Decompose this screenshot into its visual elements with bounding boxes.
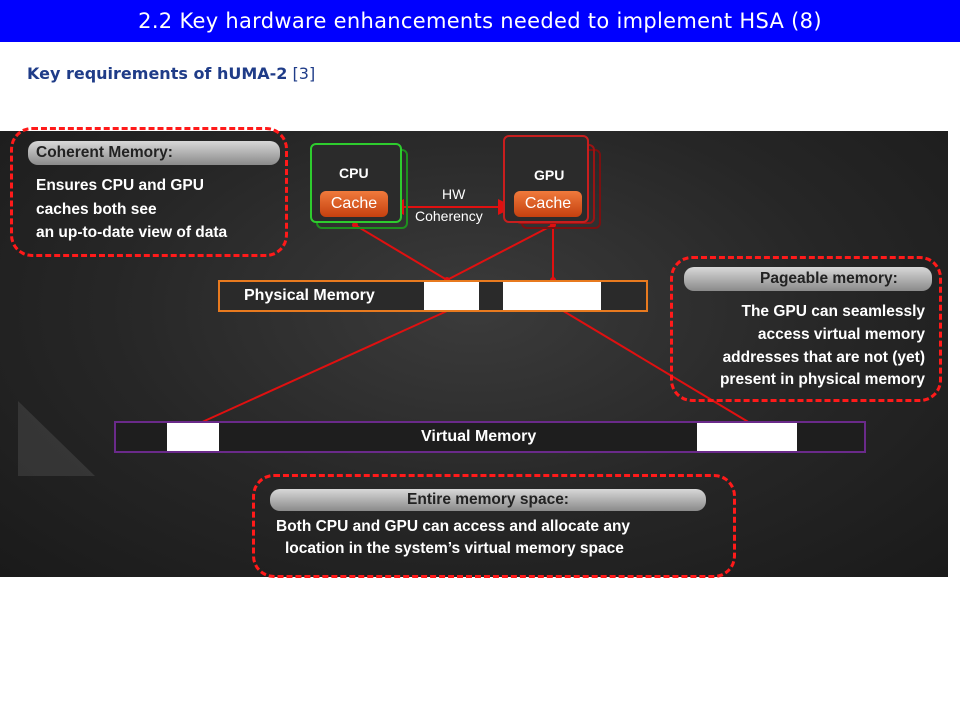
arrow-dot-3 bbox=[352, 222, 358, 228]
arrow-cpu-physical bbox=[354, 224, 448, 281]
physical-page-2 bbox=[503, 282, 601, 310]
cpu-cache: Cache bbox=[320, 191, 388, 217]
pageable-line-4: present in physical memory bbox=[719, 371, 925, 388]
pageable-heading: Pageable memory: bbox=[684, 267, 932, 291]
shade-triangle bbox=[18, 401, 95, 476]
coherency-label: Coherency bbox=[415, 208, 483, 224]
pageable-line-3: addresses that are not (yet) bbox=[722, 349, 925, 366]
subtitle-main: Key requirements of hUMA-2 bbox=[27, 64, 288, 83]
diagram-panel: Coherent Memory: Ensures CPU and GPU cac… bbox=[0, 127, 948, 578]
slide-title: 2.2 Key hardware enhancements needed to … bbox=[0, 0, 960, 42]
pageable-line-2: access virtual memory bbox=[757, 326, 925, 343]
coherent-callout bbox=[10, 127, 288, 257]
subtitle-reference: [3] bbox=[292, 64, 316, 83]
physical-memory-label: Physical Memory bbox=[244, 287, 375, 304]
entire-line-1: Both CPU and GPU can access and allocate… bbox=[276, 518, 631, 535]
arrow-physical-virtual-right bbox=[559, 308, 751, 424]
hw-label: HW bbox=[442, 186, 466, 202]
gpu-cache: Cache bbox=[514, 191, 582, 217]
virtual-page-2 bbox=[697, 423, 797, 451]
entire-memory-callout bbox=[252, 474, 736, 578]
coherent-line-3: an up-to-date view of data bbox=[36, 224, 228, 241]
arrow-gpu-physical bbox=[446, 224, 554, 281]
entire-line-2: location in the system’s virtual memory … bbox=[285, 540, 624, 557]
pageable-callout bbox=[670, 256, 942, 402]
coherent-heading: Coherent Memory: bbox=[28, 141, 280, 165]
cpu-label: CPU bbox=[339, 165, 369, 181]
coherent-line-1: Ensures CPU and GPU bbox=[36, 177, 204, 194]
virtual-memory-label: Virtual Memory bbox=[421, 428, 537, 445]
slide-subtitle: Key requirements of hUMA-2 [3] bbox=[27, 64, 315, 83]
gpu-label: GPU bbox=[534, 167, 565, 183]
coherent-line-2: caches both see bbox=[36, 201, 157, 218]
entire-memory-heading: Entire memory space: bbox=[270, 489, 706, 511]
pageable-line-1: The GPU can seamlessly bbox=[741, 303, 925, 320]
arrow-physical-virtual-left bbox=[199, 310, 448, 424]
diagram-svg bbox=[18, 199, 751, 476]
physical-page-1 bbox=[424, 282, 479, 310]
virtual-page-1 bbox=[167, 423, 219, 451]
